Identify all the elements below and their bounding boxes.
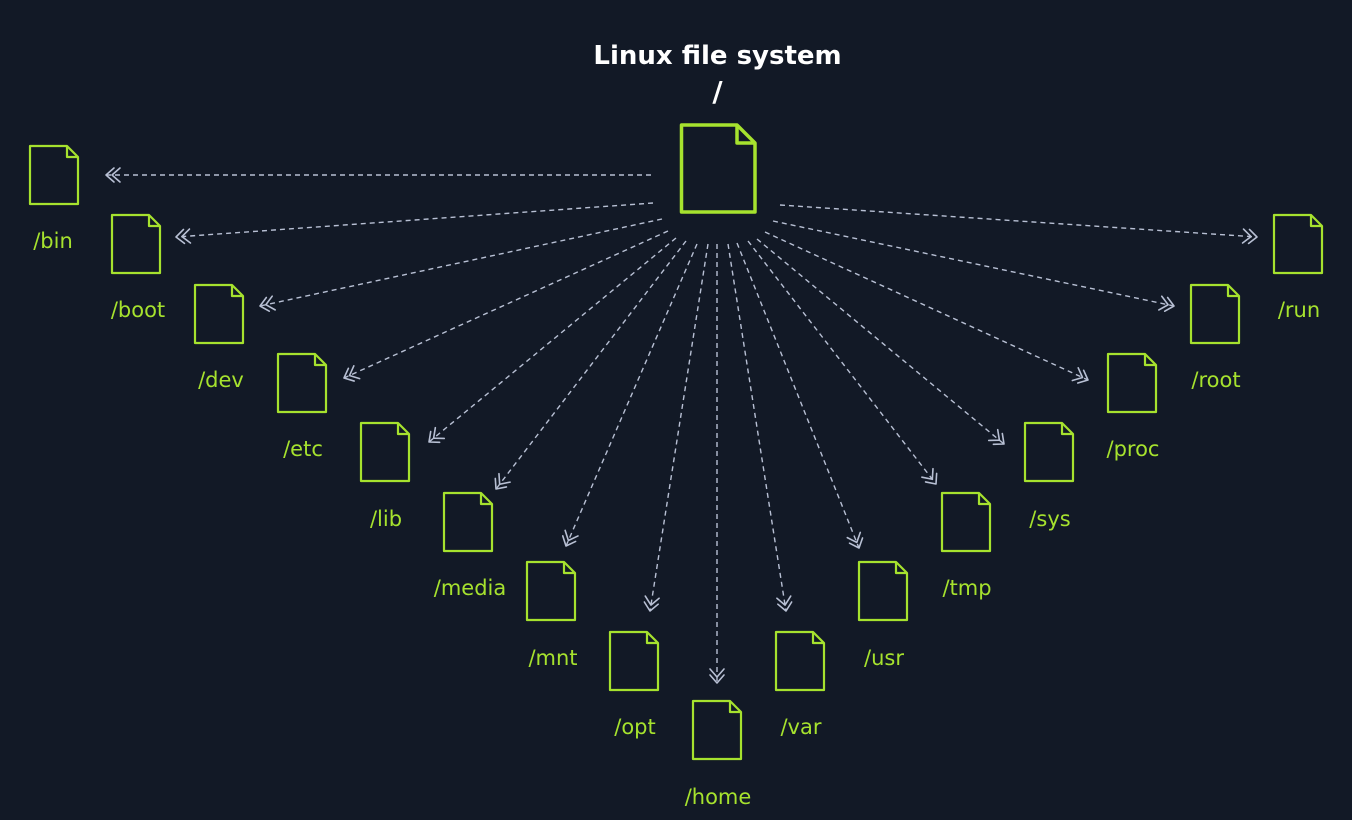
root-file-icon xyxy=(679,123,757,214)
directory-label-usr: /usr xyxy=(864,646,904,670)
connector-dev xyxy=(259,218,663,312)
directory-label-sys: /sys xyxy=(1029,507,1070,531)
directory-label-boot: /boot xyxy=(111,298,165,322)
connector-bin xyxy=(105,167,651,183)
file-icon xyxy=(110,213,162,275)
diagram-title: Linux file system xyxy=(593,41,842,71)
double-chevron-icon xyxy=(643,595,660,612)
file-icon xyxy=(774,630,826,692)
file-icon xyxy=(1189,283,1241,345)
directory-label-media: /media xyxy=(434,576,507,600)
connector-etc xyxy=(343,230,669,382)
double-chevron-icon xyxy=(776,595,793,612)
double-chevron-icon xyxy=(846,531,864,549)
directory-label-mnt: /mnt xyxy=(528,646,577,670)
file-icon xyxy=(276,352,328,414)
file-icon xyxy=(28,144,80,206)
root-directory-label: / xyxy=(712,75,723,108)
connector-mnt xyxy=(561,243,698,547)
connector-boot xyxy=(175,202,654,245)
double-chevron-icon xyxy=(921,467,938,485)
connector-usr xyxy=(736,242,864,549)
double-chevron-icon xyxy=(1071,367,1089,384)
connector-sys xyxy=(756,238,1005,446)
file-icon xyxy=(1106,352,1158,414)
directory-label-proc: /proc xyxy=(1107,437,1160,461)
double-chevron-icon xyxy=(494,472,511,490)
directory-label-opt: /opt xyxy=(614,715,656,739)
file-icon xyxy=(525,560,577,622)
double-chevron-icon xyxy=(343,365,361,382)
connector-lib xyxy=(428,237,677,444)
file-icon xyxy=(1272,213,1324,275)
directory-label-lib: /lib xyxy=(370,507,402,531)
double-chevron-icon xyxy=(709,668,725,684)
file-icon xyxy=(1023,421,1075,483)
directory-label-run: /run xyxy=(1278,298,1320,322)
file-icon xyxy=(691,699,743,761)
file-icon xyxy=(359,421,411,483)
connector-tmp xyxy=(747,240,938,485)
directory-label-bin: /bin xyxy=(33,229,73,253)
file-icon xyxy=(940,491,992,553)
file-icon xyxy=(857,560,909,622)
double-chevron-icon xyxy=(105,167,121,183)
double-chevron-icon xyxy=(561,529,579,547)
directory-label-tmp: /tmp xyxy=(942,576,991,600)
double-chevron-icon xyxy=(428,426,446,444)
connector-root xyxy=(772,220,1175,312)
double-chevron-icon xyxy=(175,228,192,245)
connector-lines xyxy=(105,167,1258,684)
connector-media xyxy=(494,240,687,490)
file-icon xyxy=(442,491,494,553)
double-chevron-icon xyxy=(987,428,1005,446)
directory-label-root: /root xyxy=(1191,368,1240,392)
connector-proc xyxy=(764,231,1089,384)
file-icon xyxy=(608,630,660,692)
connector-run xyxy=(779,204,1258,245)
directory-label-dev: /dev xyxy=(198,368,244,392)
connector-var xyxy=(727,243,793,612)
directory-label-etc: /etc xyxy=(283,437,323,461)
double-chevron-icon xyxy=(259,295,276,312)
file-icon xyxy=(193,283,245,345)
double-chevron-icon xyxy=(1241,228,1258,245)
directory-label-home: /home xyxy=(685,785,752,809)
double-chevron-icon xyxy=(1158,295,1175,312)
directory-label-var: /var xyxy=(780,715,821,739)
connector-home xyxy=(709,244,725,684)
connector-opt xyxy=(643,243,709,612)
directory-nodes: /bin/boot/dev/etc/lib/media/mnt/opt/home… xyxy=(28,144,1324,809)
